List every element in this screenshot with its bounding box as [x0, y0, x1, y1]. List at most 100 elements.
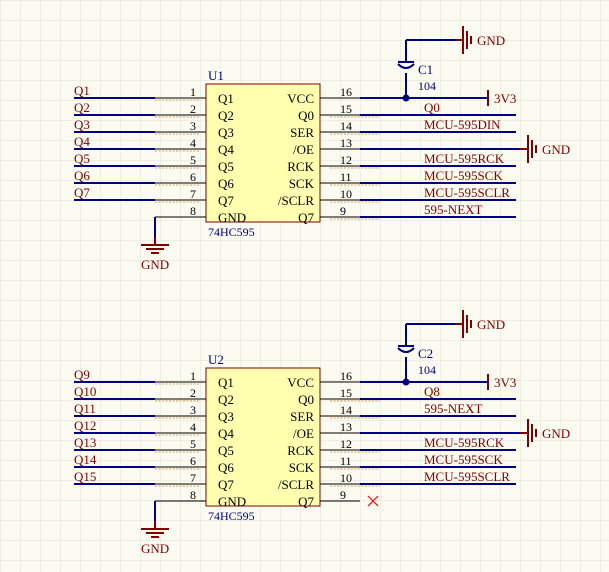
capacitor-designator: C2: [418, 346, 433, 361]
net-label: MCU-595SCK: [424, 168, 503, 183]
net-label: Q11: [74, 401, 96, 416]
pin-number: 4: [190, 136, 196, 150]
pin-name: Q7: [298, 494, 314, 509]
pin-name: Q3: [218, 409, 234, 424]
capacitor-plate-bottom: [397, 347, 415, 353]
pin-number: 10: [340, 471, 352, 485]
pin-name: RCK: [287, 443, 314, 458]
pin-name: /OE: [293, 426, 314, 441]
pin-number: 15: [340, 102, 352, 116]
pin-number: 5: [190, 437, 196, 451]
pin-name: SCK: [289, 460, 315, 475]
pin-number: 14: [340, 403, 352, 417]
pin-name: /OE: [293, 142, 314, 157]
pin-number: 4: [190, 420, 196, 434]
net-label: Q15: [74, 469, 96, 484]
net-label: Q0: [424, 100, 440, 115]
capacitor-designator: C1: [418, 62, 433, 77]
no-connect-marker: [367, 495, 379, 507]
gnd-symbol[interactable]: GND: [141, 237, 169, 272]
part-comment: 74HC595: [208, 225, 255, 239]
net-label: Q9: [74, 367, 90, 382]
pin-number: 16: [340, 85, 352, 99]
net-label: Q1: [74, 83, 90, 98]
net-label: Q14: [74, 452, 97, 467]
net-label: MCU-595RCK: [424, 435, 505, 450]
gnd-symbol[interactable]: GND: [455, 26, 505, 54]
gnd-label: GND: [141, 257, 169, 272]
pin-name: Q7: [218, 193, 234, 208]
pin-number: 3: [190, 403, 196, 417]
pin-name: Q5: [218, 443, 234, 458]
pin-name: Q0: [298, 108, 314, 123]
pin-name: Q1: [218, 375, 234, 390]
net-label: MCU-595SCK: [424, 452, 503, 467]
net-label: MCU-595RCK: [424, 151, 505, 166]
pin-number: 2: [190, 102, 196, 116]
gnd-symbol[interactable]: GND: [455, 310, 505, 338]
net-label: 595-NEXT: [424, 202, 483, 217]
designator-label: U2: [208, 352, 224, 367]
gnd-label: GND: [542, 142, 570, 157]
net-label: Q6: [74, 168, 90, 183]
net-label: Q2: [74, 100, 90, 115]
pin-number: 2: [190, 386, 196, 400]
net-label: Q3: [74, 117, 90, 132]
gnd-symbol[interactable]: GND: [141, 521, 169, 556]
pin-name: Q6: [218, 176, 234, 191]
net-label: MCU-595DIN: [424, 117, 501, 132]
ic-body[interactable]: [205, 367, 321, 507]
pin-name: Q7: [298, 210, 314, 225]
power-port-label: 3V3: [494, 91, 516, 106]
gnd-label: GND: [477, 317, 505, 332]
pin-name: Q4: [218, 142, 234, 157]
capacitor-plate-bottom: [397, 63, 415, 69]
pin-name: Q4: [218, 426, 234, 441]
pin-name: VCC: [287, 375, 314, 390]
pin-name: Q1: [218, 91, 234, 106]
net-label: MCU-595SCLR: [424, 469, 510, 484]
pin-number: 7: [190, 471, 196, 485]
net-label: Q4: [74, 134, 90, 149]
net-label: Q12: [74, 418, 96, 433]
pin-name: Q2: [218, 392, 234, 407]
net-label: Q8: [424, 384, 440, 399]
ic-body[interactable]: [205, 83, 321, 223]
net-label: 595-NEXT: [424, 401, 483, 416]
pin-name: Q7: [218, 477, 234, 492]
pin-number: 11: [340, 170, 352, 184]
gnd-symbol[interactable]: GND: [520, 135, 570, 163]
pin-number: 1: [190, 85, 196, 99]
net-label: Q5: [74, 151, 90, 166]
pin-name: SER: [290, 409, 314, 424]
capacitor-value: 104: [418, 363, 436, 377]
pin-number: 5: [190, 153, 196, 167]
gnd-label: GND: [542, 426, 570, 441]
pin-name: Q6: [218, 460, 234, 475]
pin-number: 10: [340, 187, 352, 201]
pin-number: 9: [340, 488, 346, 502]
pin-number: 12: [340, 437, 352, 451]
pin-name: /SCLR: [278, 193, 314, 208]
nc-stroke-2[interactable]: [367, 495, 379, 507]
net-label: MCU-595SCLR: [424, 185, 510, 200]
gnd-label: GND: [477, 33, 505, 48]
pin-number: 8: [190, 204, 196, 218]
designator-label: U1: [208, 68, 224, 83]
net-label: Q10: [74, 384, 96, 399]
pin-number: 13: [340, 136, 352, 150]
pin-name: GND: [218, 494, 246, 509]
net-label: Q13: [74, 435, 96, 450]
pin-number: 8: [190, 488, 196, 502]
net-label: Q7: [74, 185, 90, 200]
power-port-label: 3V3: [494, 375, 516, 390]
pin-number: 9: [340, 204, 346, 218]
pin-name: /SCLR: [278, 477, 314, 492]
pin-name: SCK: [289, 176, 315, 191]
pin-name: Q2: [218, 108, 234, 123]
capacitor-value: 104: [418, 79, 436, 93]
gnd-symbol[interactable]: GND: [520, 419, 570, 447]
